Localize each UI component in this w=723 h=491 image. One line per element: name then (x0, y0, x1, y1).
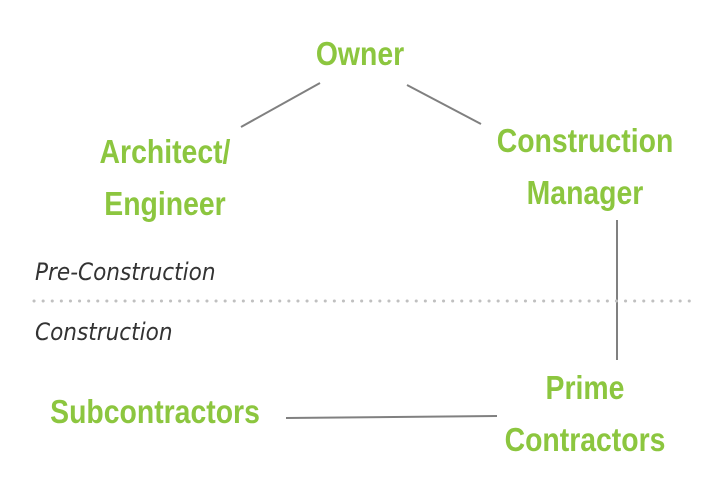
connector-owner-architect (240, 82, 321, 128)
connector-subcontractors-prime-contractors (285, 415, 498, 419)
node-owner-label: Owner (315, 35, 405, 72)
node-prime-contractors-label-line-1: Prime (545, 369, 625, 406)
connector-owner-construction-manager (406, 84, 482, 125)
node-construction-manager-label-line-2: Manager (526, 174, 644, 211)
phase-label-construction: Construction (35, 318, 173, 346)
node-subcontractors-label: Subcontractors (50, 393, 260, 430)
node-owner: Owner (291, 28, 429, 80)
phase-label-pre-construction: Pre-Construction (35, 258, 216, 286)
node-architect-label-line-2: Engineer (104, 185, 226, 222)
node-subcontractors: Subcontractors (39, 386, 271, 438)
node-construction-manager-label-line-1: Construction (496, 122, 674, 159)
node-prime-contractors: Prime Contractors (495, 362, 676, 466)
node-prime-contractors-label-line-2: Contractors (504, 421, 666, 458)
node-architect-engineer: Architect/ Engineer (70, 126, 259, 230)
node-architect-label-line-1: Architect/ (99, 133, 231, 170)
node-construction-manager: Construction Manager (486, 115, 684, 219)
